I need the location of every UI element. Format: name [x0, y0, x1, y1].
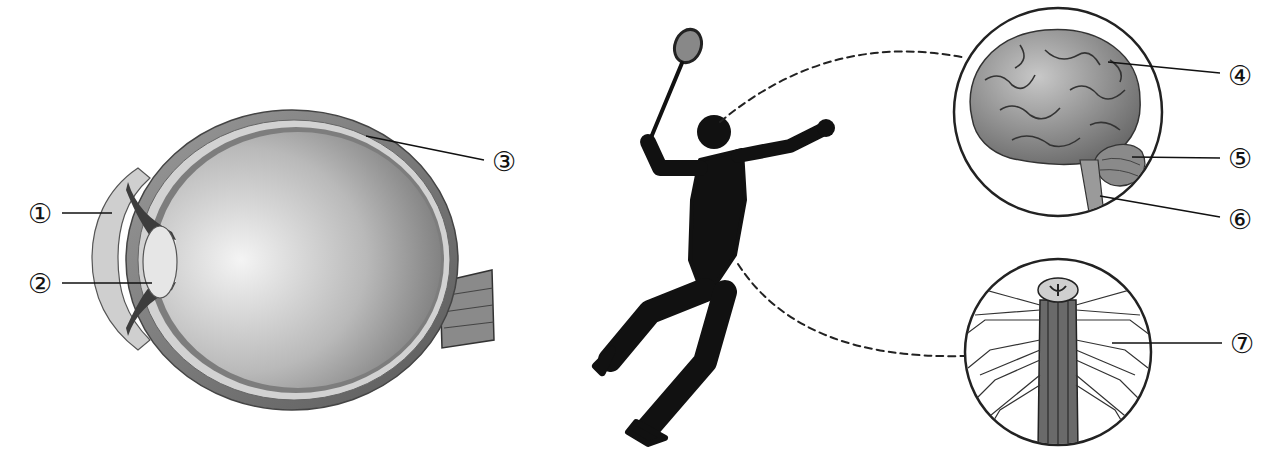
callout-number: ①: [28, 200, 52, 227]
callout-number: ④: [1228, 60, 1252, 91]
callout-number: ⑦: [1230, 328, 1254, 359]
callout-number: ④: [1228, 62, 1252, 89]
callout-number: ②: [28, 270, 52, 297]
callout-number: ⑤: [1228, 143, 1252, 174]
brain-inset: [954, 8, 1220, 218]
callout-number: ⑥: [1228, 204, 1252, 235]
eye-section: [62, 110, 494, 410]
callout-number: ⑦: [1230, 330, 1254, 357]
callout-number: ②: [28, 268, 52, 299]
spinal-cord-inset: [965, 259, 1222, 450]
callout-number: ①: [28, 198, 52, 229]
callout-number: ③: [492, 146, 516, 177]
player-silhouette: [596, 26, 966, 444]
callout-number: ⑤: [1228, 145, 1252, 172]
callout-number: ⑥: [1228, 206, 1252, 233]
callout-number: ③: [492, 148, 516, 175]
